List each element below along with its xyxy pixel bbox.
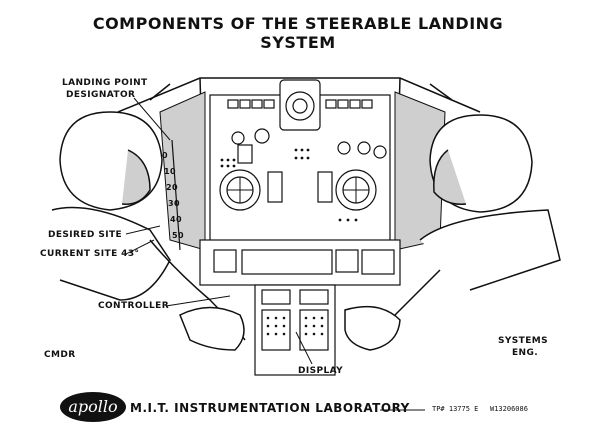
current-site-label: CURRENT SITE 43° xyxy=(40,249,140,259)
commander-figure xyxy=(51,111,246,351)
systems-eng-label-line2: ENG. xyxy=(512,348,539,358)
systems-engineer-figure xyxy=(344,114,561,351)
display-label: DISPLAY xyxy=(298,366,344,376)
tp-number: TP# 13775 E xyxy=(432,405,479,413)
lab-name: M.I.T. INSTRUMENTATION LABORATORY xyxy=(130,401,410,415)
designator-tick: 10 xyxy=(164,167,176,176)
designator-tick: 50 xyxy=(172,231,184,240)
lower-console xyxy=(199,239,401,376)
designator-tick: 0 xyxy=(162,151,168,160)
keypad-dots xyxy=(266,316,324,336)
cmdr-label: CMDR xyxy=(44,350,76,360)
landing-point-designator-label-line2: DESIGNATOR xyxy=(66,90,136,100)
landing-point-designator-label-line1: LANDING POINT xyxy=(62,78,148,88)
apollo-logo: apollo xyxy=(60,392,126,422)
w-number: W13206086 xyxy=(490,405,528,413)
leader-lines xyxy=(125,97,425,411)
designator-scale-line xyxy=(171,139,181,251)
main-panel xyxy=(209,79,391,246)
systems-eng-label-line1: SYSTEMS xyxy=(498,336,549,346)
designator-tick: 20 xyxy=(166,183,178,192)
desired-site-label: DESIRED SITE xyxy=(48,230,123,240)
controller-label: CONTROLLER xyxy=(98,301,170,311)
designator-tick: 40 xyxy=(170,215,182,224)
designator-tick: 30 xyxy=(168,199,180,208)
switch-field xyxy=(220,148,358,222)
side-panels xyxy=(159,91,446,251)
diagram-title: COMPONENTS OF THE STEERABLE LANDING SYST… xyxy=(92,14,504,52)
